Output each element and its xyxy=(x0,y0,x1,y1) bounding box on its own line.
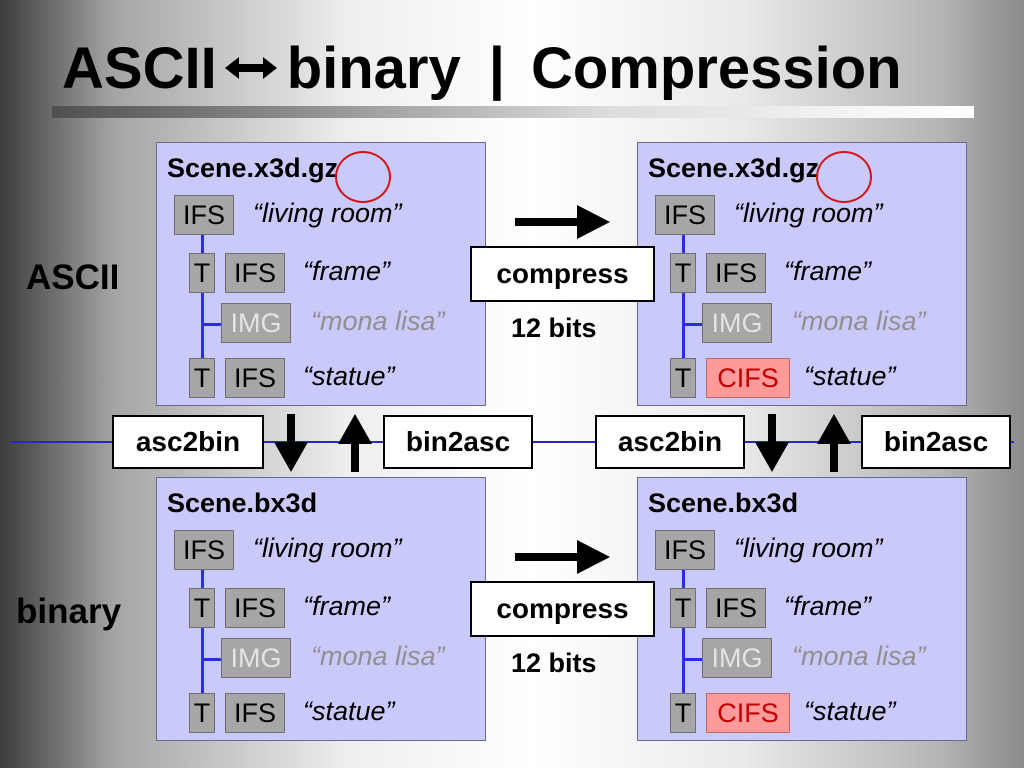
ifs-node[interactable]: IFS xyxy=(655,530,715,570)
right-arrow-icon xyxy=(515,540,610,574)
up-arrow-icon xyxy=(338,414,372,472)
ifs-node[interactable]: IFS xyxy=(655,195,715,235)
down-arrow-icon xyxy=(274,414,308,472)
node-caption: “mona lisa” xyxy=(311,306,445,336)
ifs-node[interactable]: IFS xyxy=(225,253,285,293)
compress-button-top[interactable]: compress xyxy=(470,246,655,302)
node-caption: “statue” xyxy=(303,696,395,726)
node-caption: “statue” xyxy=(804,361,896,391)
img-node[interactable]: IMG xyxy=(702,638,772,678)
ifs-node[interactable]: IFS xyxy=(706,253,766,293)
node-caption: “mona lisa” xyxy=(792,306,926,336)
transform-node[interactable]: T xyxy=(189,253,215,293)
down-arrow-icon xyxy=(755,414,789,472)
right-arrow-icon xyxy=(515,205,610,239)
img-node[interactable]: IMG xyxy=(221,303,291,343)
gz-highlight-circle xyxy=(816,151,872,203)
tree-connector-main xyxy=(201,568,204,718)
node-caption: “frame” xyxy=(303,591,390,621)
bin2asc-button-left[interactable]: bin2asc xyxy=(383,415,533,469)
asc2bin-button-left[interactable]: asc2bin xyxy=(112,415,264,469)
tree-connector-branch xyxy=(201,658,221,661)
title-binary: binary xyxy=(286,35,461,101)
img-node[interactable]: IMG xyxy=(221,638,291,678)
up-arrow-icon xyxy=(817,414,851,472)
compress-button-bottom[interactable]: compress xyxy=(470,581,655,637)
node-caption: “living room” xyxy=(253,533,402,563)
node-caption: “statue” xyxy=(804,696,896,726)
scene-filename: Scene.x3d.gz xyxy=(167,153,339,183)
node-caption: “living room” xyxy=(253,198,402,228)
ifs-node[interactable]: IFS xyxy=(225,693,285,733)
node-caption: “frame” xyxy=(303,256,390,286)
scene-filename: Scene.bx3d xyxy=(167,488,318,518)
transform-node[interactable]: T xyxy=(670,358,696,398)
ifs-node[interactable]: IFS xyxy=(225,358,285,398)
node-caption: “frame” xyxy=(784,256,871,286)
node-caption: “living room” xyxy=(734,198,883,228)
img-node[interactable]: IMG xyxy=(702,303,772,343)
node-caption: “living room” xyxy=(734,533,883,563)
gz-highlight-circle xyxy=(335,151,391,203)
bits-label-bottom: 12 bits xyxy=(511,648,597,678)
ifs-node[interactable]: IFS xyxy=(174,530,234,570)
ifs-node[interactable]: IFS xyxy=(174,195,234,235)
title-compression: Compression xyxy=(530,35,902,101)
node-caption: “mona lisa” xyxy=(792,641,926,671)
node-caption: “frame” xyxy=(784,591,871,621)
row-label-ascii: ASCII xyxy=(26,258,120,297)
tree-connector-branch xyxy=(682,658,702,661)
tree-connector-main xyxy=(201,233,204,383)
transform-node[interactable]: T xyxy=(670,588,696,628)
transform-node[interactable]: T xyxy=(670,253,696,293)
bin2asc-button-right[interactable]: bin2asc xyxy=(861,415,1011,469)
scene-filename: Scene.x3d.gz xyxy=(648,153,820,183)
node-caption: “statue” xyxy=(303,361,395,391)
tree-connector-main xyxy=(682,233,685,383)
transform-node[interactable]: T xyxy=(670,693,696,733)
asc2bin-button-right[interactable]: asc2bin xyxy=(595,415,745,469)
cifs-node[interactable]: CIFS xyxy=(706,358,790,398)
scene-filename: Scene.bx3d xyxy=(648,488,799,518)
tree-connector-branch xyxy=(201,323,221,326)
cifs-node[interactable]: CIFS xyxy=(706,693,790,733)
transform-node[interactable]: T xyxy=(189,358,215,398)
transform-node[interactable]: T xyxy=(189,693,215,733)
row-label-binary: binary xyxy=(16,592,122,631)
title-ascii: ASCII xyxy=(62,35,217,101)
title-underline xyxy=(52,106,974,118)
node-caption: “mona lisa” xyxy=(311,641,445,671)
transform-node[interactable]: T xyxy=(189,588,215,628)
tree-connector-branch xyxy=(682,323,702,326)
title-separator: | xyxy=(488,35,505,101)
ifs-node[interactable]: IFS xyxy=(225,588,285,628)
ifs-node[interactable]: IFS xyxy=(706,588,766,628)
bits-label-top: 12 bits xyxy=(511,313,597,343)
double-arrow-icon xyxy=(224,57,277,79)
tree-connector-main xyxy=(682,568,685,718)
slide-title: ASCII binary | Compression xyxy=(62,30,902,106)
